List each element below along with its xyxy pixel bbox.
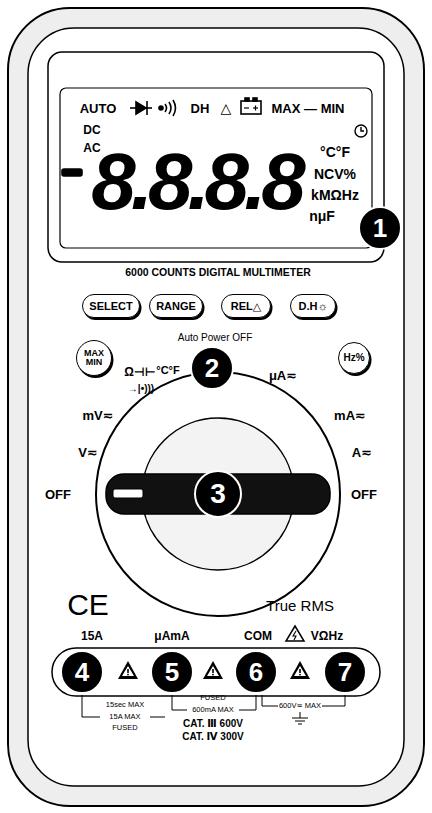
dial-label: OFF <box>45 488 71 501</box>
callout-digit: 7 <box>338 657 352 688</box>
jack-label: 15A <box>81 630 103 642</box>
round-button: Hz% <box>338 342 370 374</box>
dial-label: Ω⊣⊢ <box>124 366 156 378</box>
category-rating: CAT. Ⅲ 600V <box>183 719 243 729</box>
button-label: D.H☼ <box>298 300 327 312</box>
category-rating: CAT. Ⅳ 300V <box>182 732 243 742</box>
lcd-indicator: AUTO <box>80 102 117 115</box>
lcd-unit: kMΩHz <box>311 188 359 202</box>
callout-number: 7 <box>323 650 367 694</box>
true-rms-label: True RMS <box>266 598 334 613</box>
dial-label: A≂ <box>352 446 372 459</box>
ce-mark: CE <box>67 590 109 620</box>
rating-note: 600V≂ MAX <box>279 702 321 710</box>
lcd-window <box>60 88 372 248</box>
callout-number: 1 <box>358 206 402 250</box>
dial-label: μA≂ <box>269 369 297 382</box>
function-button: REL△ <box>221 294 271 318</box>
function-button: SELECT <box>82 294 140 318</box>
dial-ring <box>96 372 340 616</box>
jack-label: μAmA <box>154 630 189 642</box>
jack-label: VΩHz <box>311 630 343 642</box>
lcd-unit: °C°F <box>320 145 350 159</box>
function-button: RANGE <box>149 294 203 318</box>
button-label: SELECT <box>89 300 132 312</box>
lcd-unit: NCV% <box>314 167 356 181</box>
lcd-indicator: DC <box>83 124 100 136</box>
callout-digit: 5 <box>165 657 179 688</box>
rating-note: 15sec MAX <box>106 701 144 709</box>
lcd-bezel <box>48 52 384 262</box>
dial-label: mV≂ <box>82 409 113 422</box>
callout-digit: 1 <box>373 213 387 244</box>
rating-note: FUSED <box>200 694 225 702</box>
round-button: MAX MIN <box>76 340 112 376</box>
rating-note: 15A MAX <box>109 713 140 721</box>
model-title: 6000 COUNTS DIGITAL MULTIMETER <box>125 267 311 278</box>
callout-number: 4 <box>60 650 104 694</box>
button-label: REL△ <box>231 300 261 313</box>
callout-number: 3 <box>194 470 242 518</box>
lcd-indicator: MAX — MIN <box>272 102 345 115</box>
rotary-knob <box>106 474 330 514</box>
auto-power-note: Auto Power OFF <box>178 333 252 343</box>
lcd-indicator: △ <box>221 101 232 115</box>
dial-label: V≂ <box>78 446 98 459</box>
outer-shell <box>8 8 424 806</box>
callout-digit: 2 <box>205 353 219 384</box>
dial-label: °C°F <box>156 365 179 376</box>
dial-label: →|•))) <box>128 384 154 394</box>
dial-label: OFF <box>351 488 377 501</box>
callout-number: 2 <box>190 346 234 390</box>
callout-number: 5 <box>150 650 194 694</box>
lcd-indicator: DH <box>191 102 210 115</box>
front-face <box>28 28 404 786</box>
jack-label: COM <box>244 630 272 642</box>
lcd-digits: 8.8.8.8 <box>91 142 301 222</box>
callout-digit: 6 <box>249 657 263 688</box>
button-label: MAX MIN <box>79 349 109 368</box>
button-label: Hz% <box>341 353 367 364</box>
callout-digit: 3 <box>210 478 226 510</box>
jack-panel <box>52 648 380 696</box>
button-label: RANGE <box>156 300 196 312</box>
function-button: D.H☼ <box>290 294 336 318</box>
rating-note: FUSED <box>112 724 137 732</box>
lcd-unit: nμF <box>309 209 335 223</box>
knob-pointer <box>113 489 143 498</box>
callout-number: 6 <box>234 650 278 694</box>
callout-digit: 4 <box>75 657 89 688</box>
rating-note: 600mA MAX <box>192 706 234 714</box>
dial-label: mA≂ <box>334 409 366 422</box>
warning-symbols <box>118 626 310 679</box>
